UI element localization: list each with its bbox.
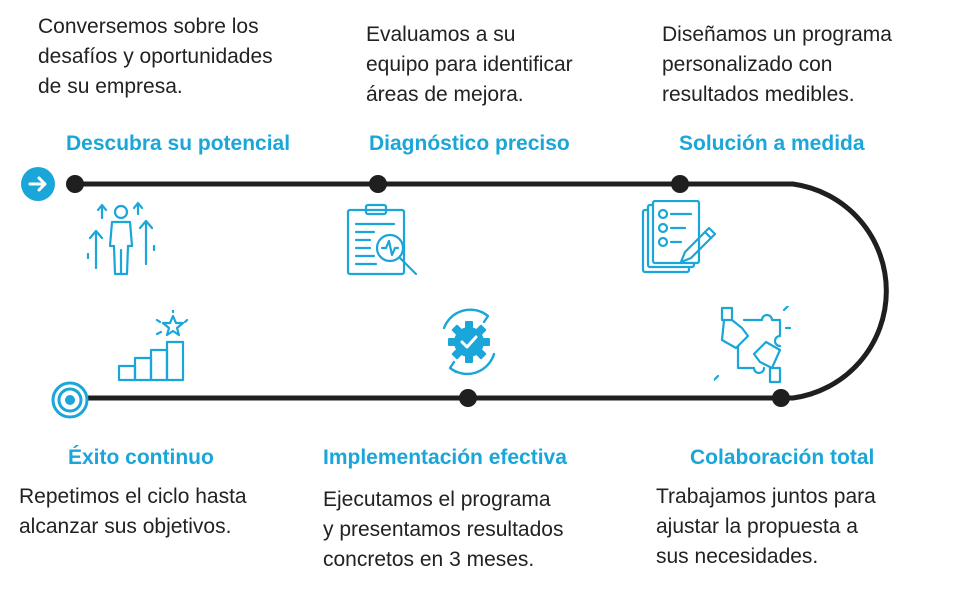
step-dot-2: [369, 175, 387, 193]
track-line: [68, 181, 889, 401]
step-dot-3: [671, 175, 689, 193]
target-end-marker: [51, 381, 89, 419]
hands-puzzle-icon: [714, 306, 792, 384]
arrow-right-icon: [28, 176, 47, 192]
step-5-description: Ejecutamos el programa y presentamos res…: [323, 488, 564, 571]
step-dot-4: [772, 389, 790, 407]
step-1-description: Conversemos sobre los desafíos y oportun…: [38, 15, 273, 98]
step-3-title: Solución a medida: [679, 132, 865, 155]
gear-check-cycle-icon: [442, 308, 496, 376]
step-dot-1: [66, 175, 84, 193]
step-2-description: Evaluamos a su equipo para identificar á…: [366, 23, 573, 106]
clipboard-magnifier-icon: [346, 203, 418, 276]
step-dot-5: [459, 389, 477, 407]
step-6-title: Éxito continuo: [68, 446, 214, 469]
step-6-description: Repetimos el ciclo hasta alcanzar sus ob…: [19, 485, 247, 538]
step-5-title: Implementación efectiva: [323, 446, 567, 469]
person-growth-arrows-icon: [86, 201, 156, 276]
checklist-pencil-icon: [641, 200, 717, 274]
bar-chart-star-icon: [117, 310, 189, 382]
step-3-description: Diseñamos un programa personalizado con …: [662, 23, 892, 106]
step-1-title: Descubra su potencial: [66, 132, 291, 155]
step-2-title: Diagnóstico preciso: [369, 132, 570, 155]
step-4-description: Trabajamos juntos para ajustar la propue…: [656, 485, 876, 568]
step-4-title: Colaboración total: [690, 446, 875, 469]
